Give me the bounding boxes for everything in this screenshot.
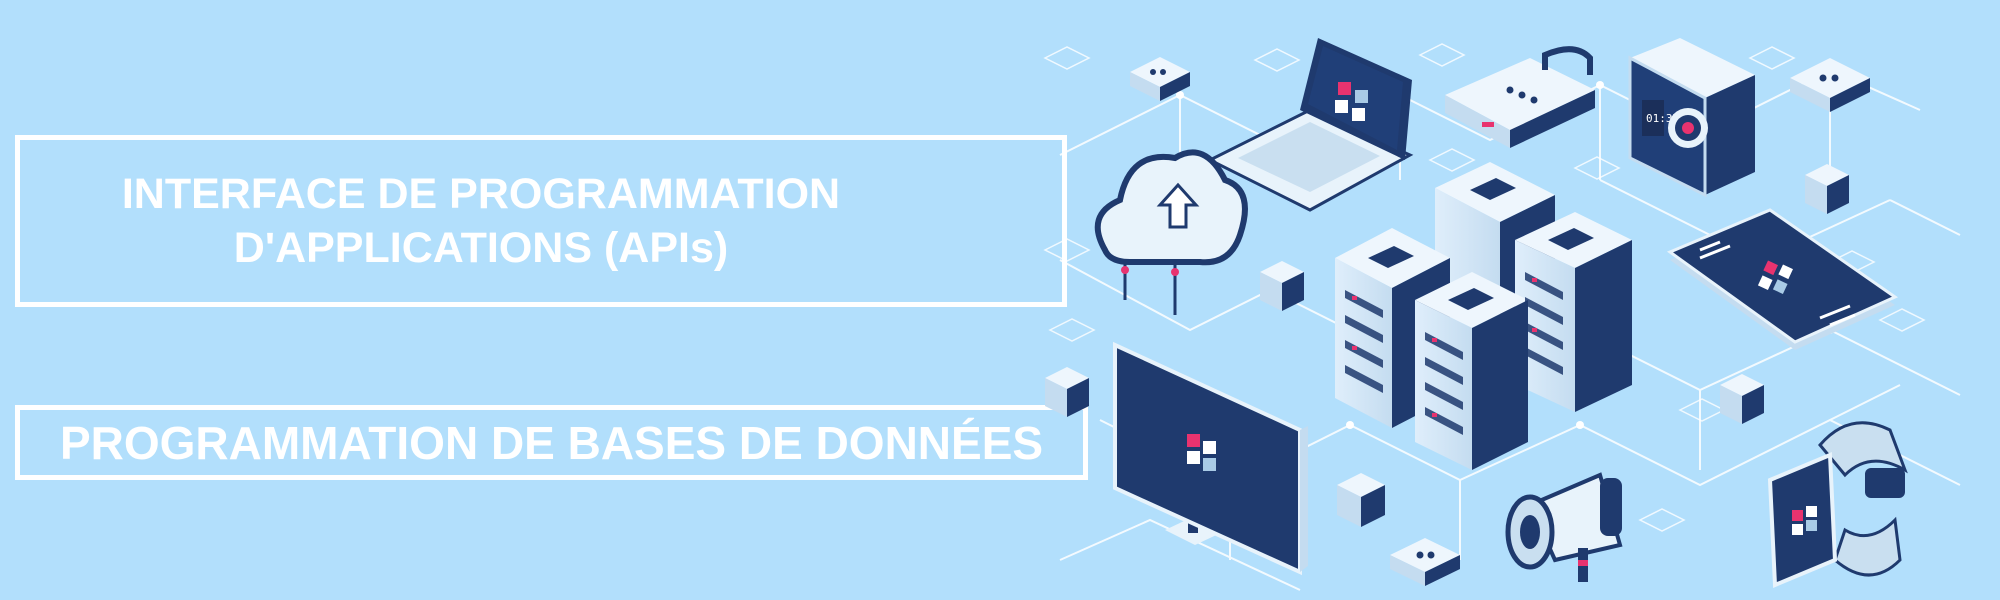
iot-network-illustration: 01:37 (1043, 38, 1961, 591)
router-icon (1445, 46, 1595, 148)
cloud-upload-icon (1094, 149, 1248, 315)
action-camera-icon: 01:37 (1628, 38, 1755, 198)
api-title-box: INTERFACE DE PROGRAMMATION D'APPLICATION… (15, 135, 1067, 307)
smartwatch-icon (1767, 421, 1908, 588)
database-subtitle: PROGRAMMATION DE BASES DE DONNÉES (59, 416, 1044, 469)
cube-icon (1805, 164, 1849, 214)
megaphone-icon (1505, 472, 1623, 582)
api-title-line2: D'APPLICATIONS (APIs) (233, 224, 729, 272)
server-rack-icon (1335, 162, 1632, 470)
smartphone-icon (1666, 208, 1899, 350)
api-title-line1: INTERFACE DE PROGRAMMATION (121, 170, 841, 218)
database-subtitle-box: PROGRAMMATION DE BASES DE DONNÉES (15, 405, 1088, 480)
cube-icon (1337, 473, 1385, 527)
cube-icon (1260, 261, 1304, 311)
small-hub-icon (1130, 57, 1190, 101)
cube-icon (1045, 367, 1089, 417)
cube-icon (1720, 374, 1764, 424)
small-hub-icon (1390, 538, 1460, 586)
monitor-icon (1113, 341, 1308, 576)
laptop-icon (1206, 38, 1414, 212)
small-hub-icon (1790, 58, 1870, 112)
